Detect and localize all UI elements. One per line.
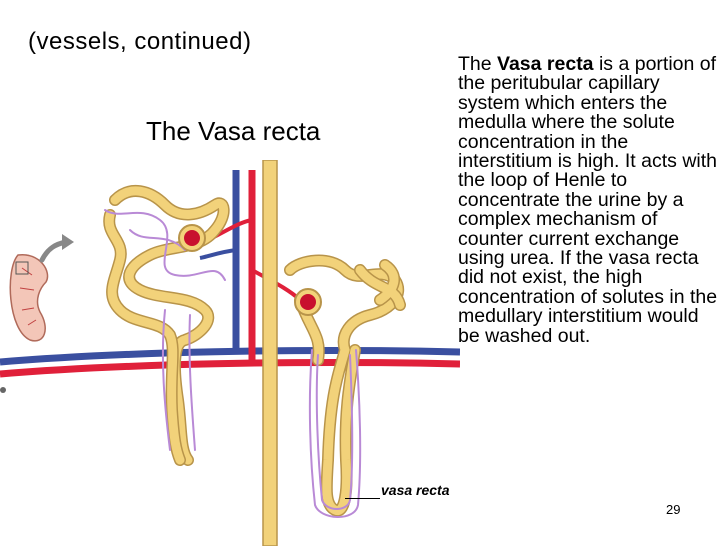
diagram-title: The Vasa recta (146, 116, 321, 146)
description-prefix: The (458, 53, 498, 75)
cortical-nephron (103, 185, 230, 466)
description-paragraph: The Vasa recta is a portion of the perit… (458, 53, 723, 347)
caption-leader-line (345, 498, 380, 499)
collecting-duct (262, 160, 278, 546)
slide-header: (vessels, continued) (28, 28, 252, 55)
arcuate-vessels (0, 346, 460, 378)
pointer-arrow-icon (39, 234, 74, 263)
description-bold-term: Vasa recta (497, 53, 594, 75)
kidney-thumbnail-icon (0, 254, 49, 393)
vasa-recta-diagram (0, 160, 460, 546)
description-body: is a portion of the peritubular capillar… (458, 53, 718, 347)
glomerulus-right (294, 288, 322, 316)
page-number: 29 (666, 502, 681, 517)
figure-caption: vasa recta (381, 482, 450, 498)
glomerulus-left (178, 224, 206, 252)
